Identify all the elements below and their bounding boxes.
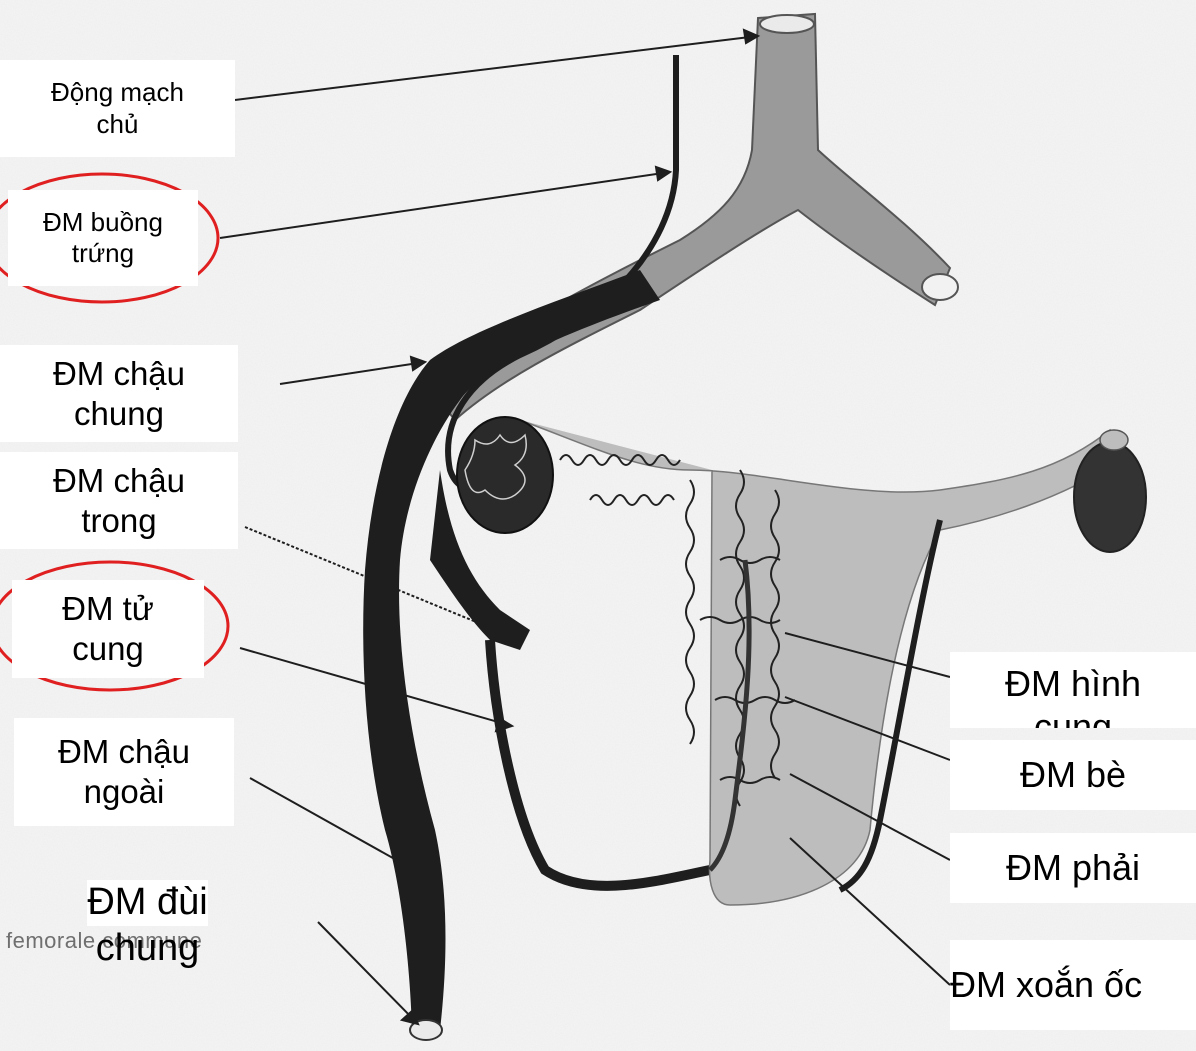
label-external-iliac: ĐM chậu ngoài	[14, 718, 234, 826]
label-common-iliac-line1: ĐM chậu	[53, 354, 185, 394]
left-ovary	[457, 417, 553, 533]
label-external-iliac-line1: ĐM chậu	[58, 732, 190, 772]
label-spiral: ĐM xoắn ốc	[950, 963, 1142, 1006]
label-ovarian-line1: ĐM buồng	[43, 207, 163, 238]
label-radial-artery: ĐM bè	[950, 740, 1196, 810]
label-external-iliac-line2: ngoài	[84, 772, 165, 812]
label-femoral-line2: chung	[96, 926, 200, 972]
label-common-iliac-line2: chung	[74, 394, 164, 434]
label-radial: ĐM bè	[1020, 753, 1126, 796]
label-internal-iliac-line1: ĐM chậu	[53, 461, 185, 501]
label-straight: ĐM phải	[1006, 846, 1140, 889]
label-common-femoral: ĐM đùi chung	[0, 866, 295, 946]
label-internal-iliac-line2: trong	[81, 501, 156, 541]
label-arcuate-line1: ĐM hình	[1005, 662, 1141, 705]
label-aorta: Động mạch chủ	[0, 60, 235, 157]
label-ovarian-line2: trứng	[72, 238, 134, 269]
label-internal-iliac: ĐM chậu trong	[0, 452, 238, 549]
label-uterine-line2: cung	[72, 629, 144, 669]
label-aorta-line2: chủ	[97, 109, 139, 140]
label-uterine-line1: ĐM tử	[62, 589, 154, 629]
label-arcuate-artery: ĐM hình cung	[950, 652, 1196, 728]
right-ovary	[1074, 442, 1146, 552]
label-spiral-artery: ĐM xoắn ốc	[950, 940, 1196, 1030]
label-uterine-artery: ĐM tử cung	[12, 580, 204, 678]
aorta-top-opening	[760, 15, 814, 33]
aorta-branch-opening	[922, 274, 958, 300]
label-straight-artery: ĐM phải	[950, 833, 1196, 903]
label-arcuate-line2: cung	[1034, 705, 1112, 728]
label-aorta-line1: Động mạch	[51, 77, 184, 108]
right-tube-end	[1100, 430, 1128, 450]
label-common-iliac: ĐM chậu chung	[0, 345, 238, 442]
label-femoral-line1: ĐM đùi	[87, 880, 207, 926]
label-ovarian-artery: ĐM buồng trứng	[8, 190, 198, 286]
